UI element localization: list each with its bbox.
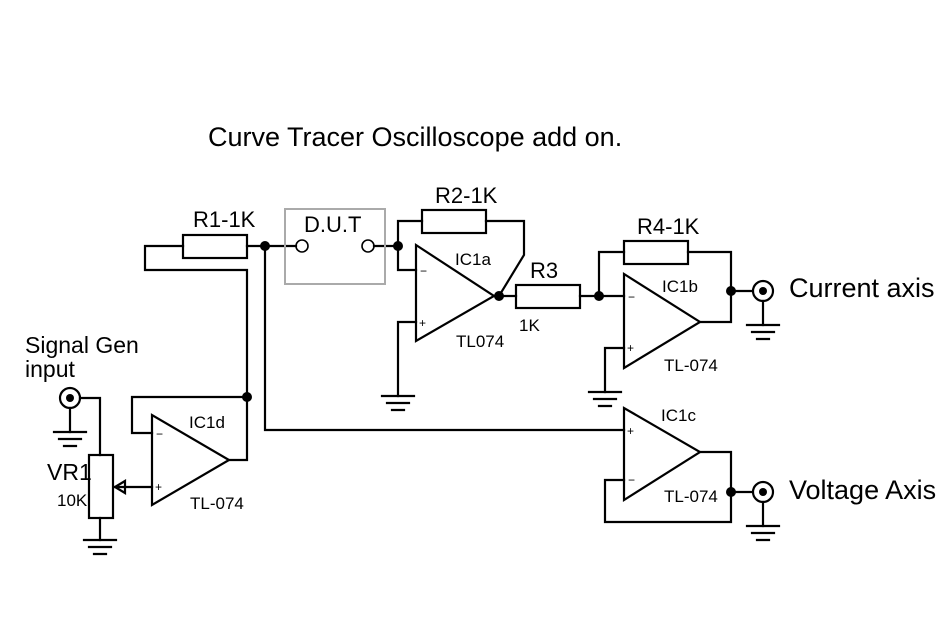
opamp-ic1c xyxy=(622,406,703,502)
diagram-title: Curve Tracer Oscilloscope add on. xyxy=(208,122,622,152)
connector-signal-gen xyxy=(58,386,82,434)
resistor-r3-value: 1K xyxy=(519,316,540,335)
ground-symbols xyxy=(52,323,781,556)
voltage-axis-label: Voltage Axis xyxy=(789,475,936,505)
current-axis-label: Current axis xyxy=(789,273,935,303)
resistor-r3 xyxy=(514,283,582,310)
resistor-r2-label: R2-1K xyxy=(435,183,498,208)
dut-terminal-right xyxy=(361,239,375,253)
opamp-ic1d xyxy=(150,413,232,507)
opamp-ic1b xyxy=(622,272,703,370)
opamp-ic1c-label: IC1c xyxy=(661,406,696,425)
junction-dots xyxy=(242,241,736,497)
opamp-ic1b-part: TL-074 xyxy=(664,356,718,375)
opamp-ic1d-minus: − xyxy=(156,427,163,441)
ground-icon-ic1b xyxy=(587,390,623,408)
opamp-ic1b-label: IC1b xyxy=(662,277,698,296)
junction-ic1b-output xyxy=(726,286,736,296)
opamp-ic1c-minus: − xyxy=(628,473,635,487)
potentiometer-vr1 xyxy=(87,453,115,520)
potentiometer-vr1-value: 10K xyxy=(57,491,88,510)
junction-ic1d-output xyxy=(242,392,252,402)
opamp-ic1a-label: IC1a xyxy=(455,250,491,269)
junction-ic1c-output xyxy=(726,487,736,497)
signal-gen-label-input: input xyxy=(25,356,75,382)
signal-gen-label: Signal Gen xyxy=(25,332,139,358)
junction-r1-node xyxy=(260,241,270,251)
opamp-ic1d-plus: + xyxy=(155,480,162,494)
resistor-r1-label: R1-1K xyxy=(193,207,256,232)
potentiometer-vr1-label: VR1 xyxy=(47,459,92,485)
resistor-r2 xyxy=(420,208,488,235)
opamp-ic1d-label: IC1d xyxy=(189,413,225,432)
opamp-ic1c-plus: + xyxy=(627,424,634,438)
opamp-ic1b-plus: + xyxy=(627,341,634,355)
ground-icon-ic1a xyxy=(380,394,416,412)
ground-icon-voltage-axis xyxy=(745,524,781,542)
potentiometer-wiper-arrow xyxy=(112,479,127,495)
opamp-ic1a-minus: − xyxy=(420,264,427,278)
dut-terminal-left xyxy=(295,239,309,253)
dut-box xyxy=(284,208,386,285)
opamp-ic1a xyxy=(414,242,497,343)
resistor-r3-label: R3 xyxy=(530,258,558,283)
opamp-ic1d-part: TL-074 xyxy=(190,494,244,513)
ground-icon-current-axis xyxy=(745,323,781,341)
ground-icon-signal-gen xyxy=(52,430,88,448)
resistor-r4 xyxy=(622,239,690,266)
opamp-ic1b-minus: − xyxy=(628,290,635,304)
junction-ic1b-input xyxy=(594,291,604,301)
resistor-r4-label: R4-1K xyxy=(637,214,700,239)
junction-ic1a-input xyxy=(393,241,403,251)
opamp-ic1a-part: TL074 xyxy=(456,332,504,351)
resistor-r1 xyxy=(181,233,249,260)
connector-current-axis xyxy=(751,279,775,327)
dut-label: D.U.T xyxy=(304,212,361,237)
opamp-ic1c-part: TL-074 xyxy=(664,487,718,506)
connector-voltage-axis xyxy=(751,480,775,528)
junction-ic1a-output xyxy=(494,291,504,301)
ground-icon-vr1 xyxy=(82,538,118,556)
opamp-ic1a-plus: + xyxy=(419,316,426,330)
